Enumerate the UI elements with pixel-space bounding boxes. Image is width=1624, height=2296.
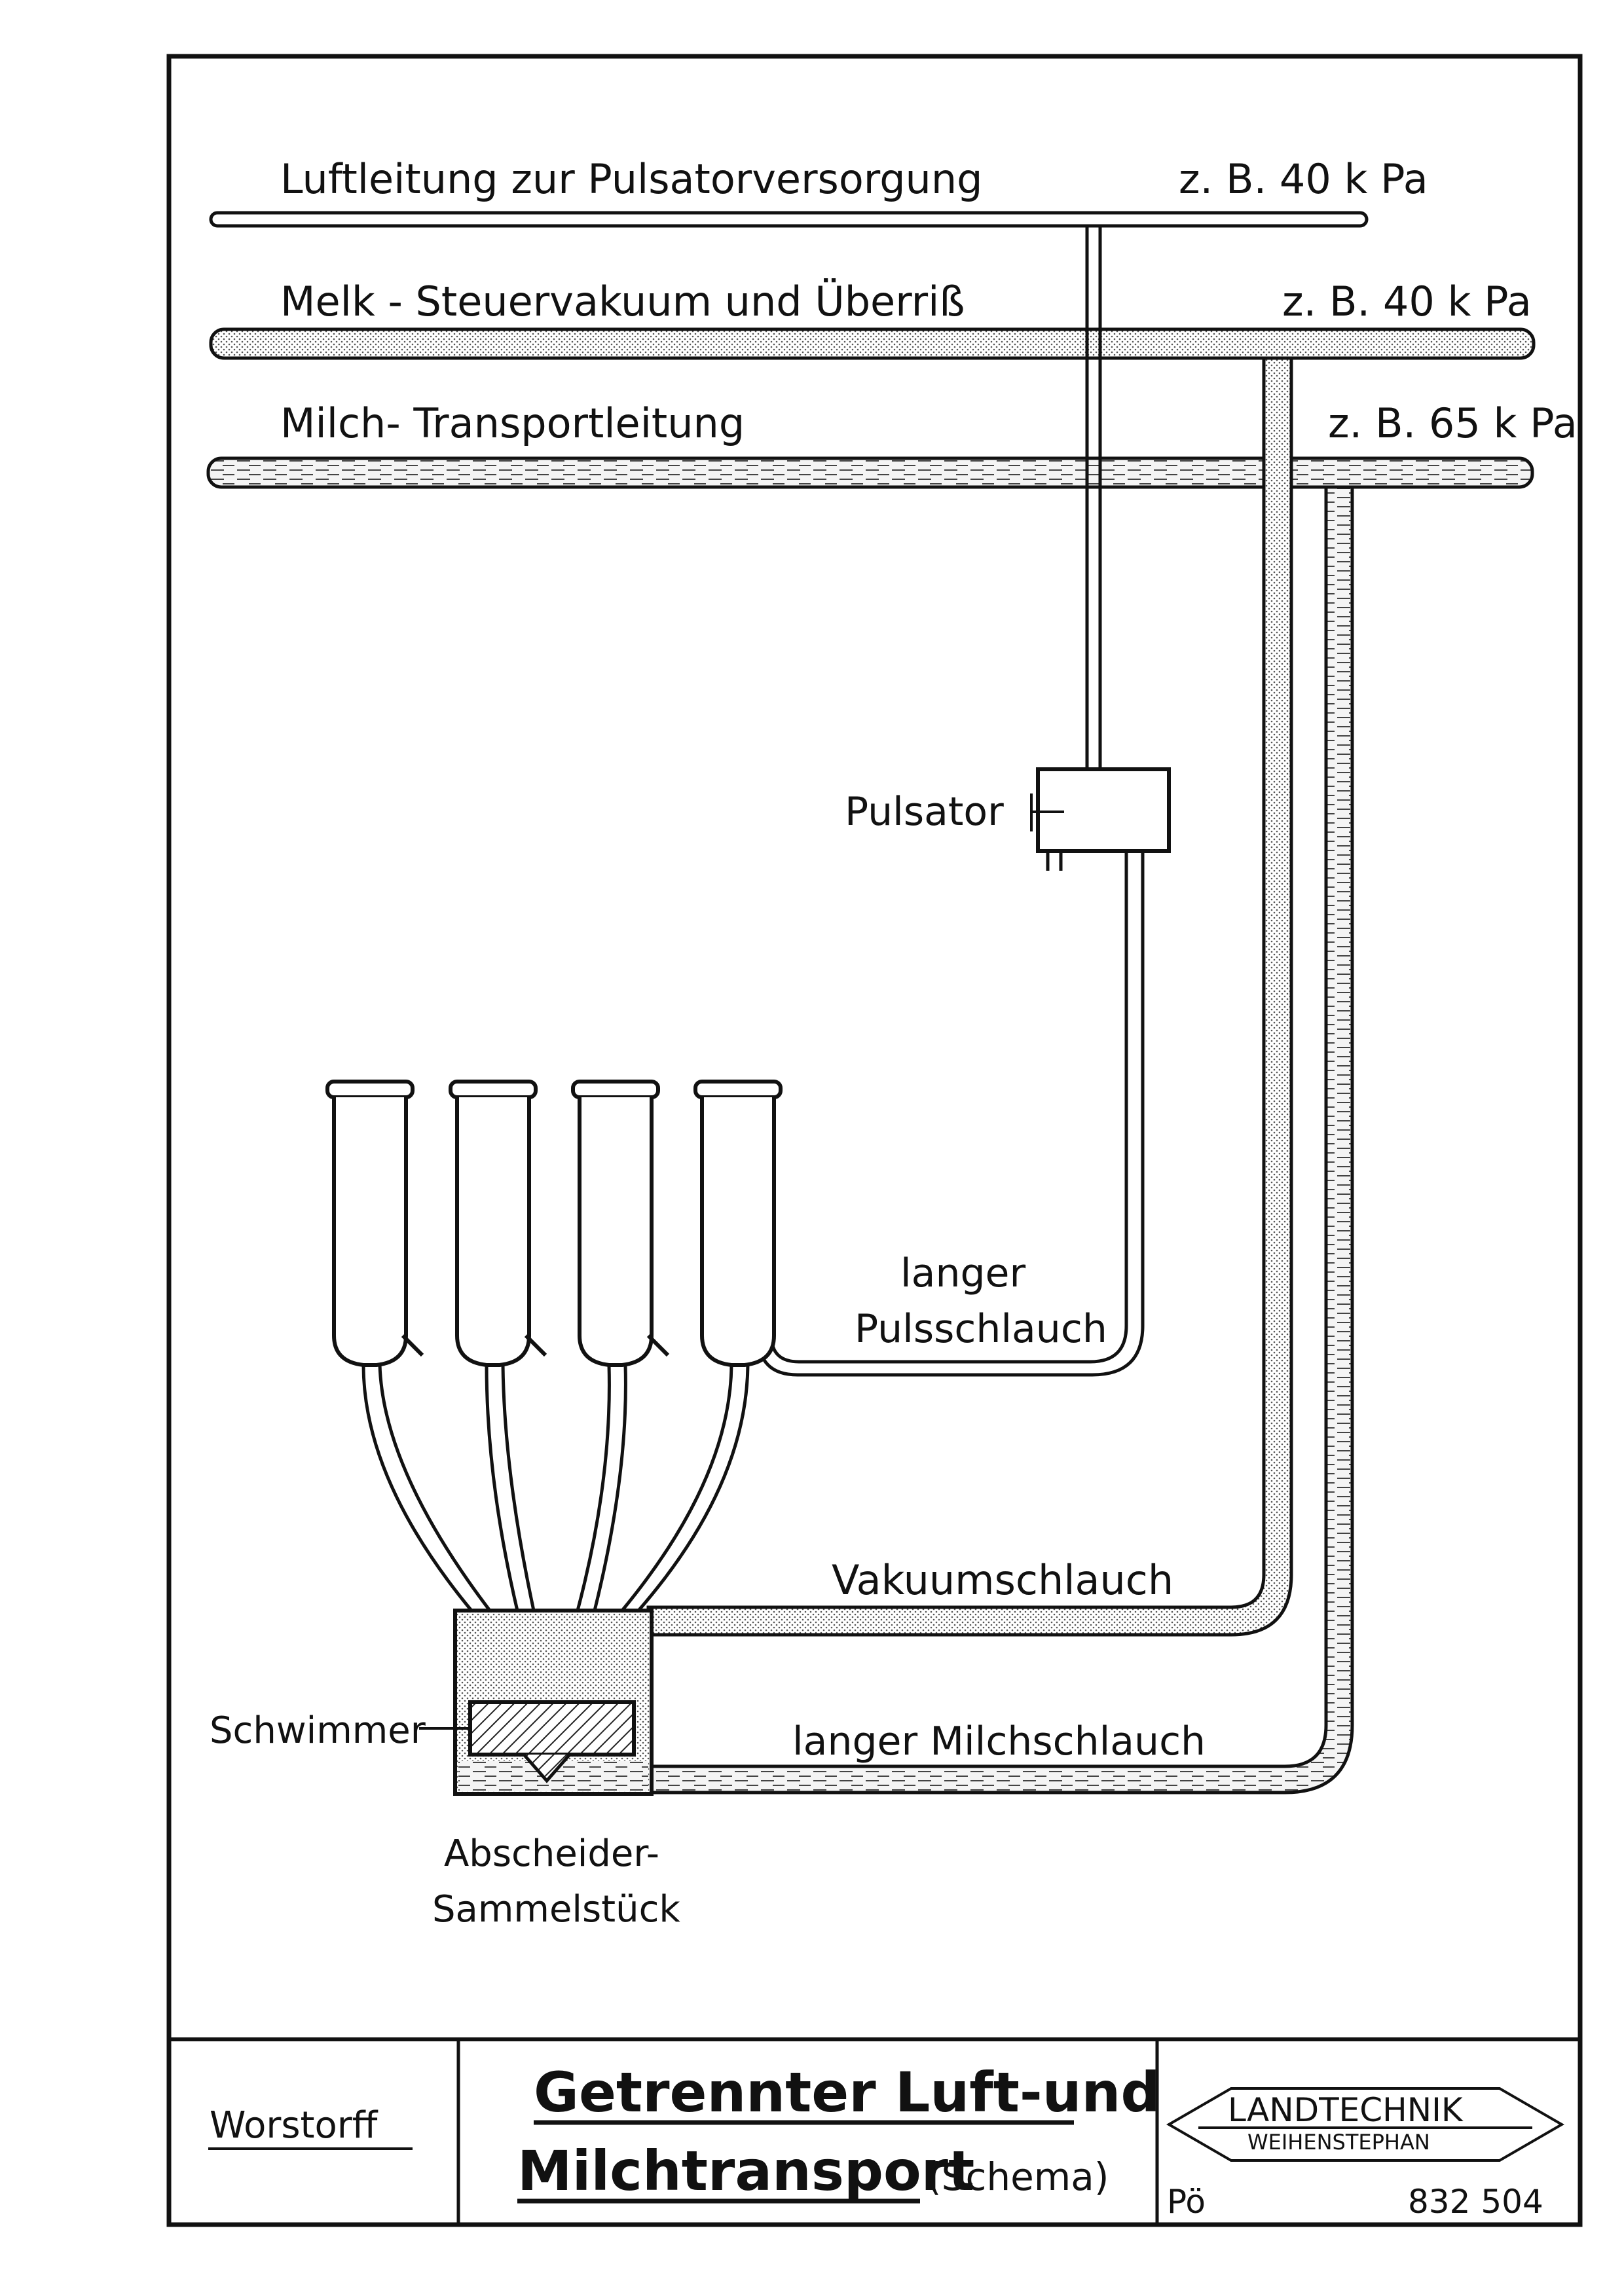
title-schema-suffix: (Schema) [927,2155,1109,2199]
drawer-initials: Pö [1167,2183,1206,2221]
float [468,1700,636,1783]
pulse-hose-label-line2: Pulsschlauch [855,1306,1107,1352]
pulsator-label: Pulsator [845,789,1004,835]
pulse-hose-label-line1: langer [900,1250,1025,1296]
collector-label-line2: Sammelstück [432,1888,680,1931]
title-line1: Getrennter Luft-und [534,2060,1160,2124]
vacuum-pipe-pressure: z. B. 40 k Pa [1282,278,1532,325]
air-drop-line [1085,226,1102,769]
air-pipe [209,211,1369,228]
sheet-border [166,54,1583,2227]
collector-label-line1: Abscheider- [444,1832,659,1875]
title-line2: Milchtransport [517,2139,974,2203]
milk-pipe-label: Milch- Transportleitung [280,399,745,447]
short-milk-tubes [361,1364,750,1612]
pulsator [1030,767,1171,871]
vacuum-pipe-label: Melk - Steuervakuum und Überriß [280,278,965,325]
milk-pipe-pressure: z. B. 65 k Pa [1328,399,1578,447]
teat-cup-2 [449,1080,547,1367]
logo-line1: LANDTECHNIK [1228,2091,1464,2129]
landtechnik-logo [1166,2087,1564,2162]
teat-cup-1 [325,1080,424,1367]
vacuum-pipe [209,327,1536,360]
long-pulse-hose [756,851,1145,1377]
air-pipe-label: Luftleitung zur Pulsatorversorgung [280,155,983,203]
logo-line2: WEIHENSTEPHAN [1247,2130,1430,2155]
drawing-number: 832 504 [1408,2183,1543,2221]
float-label: Schwimmer [210,1709,426,1752]
teat-cup-4 [693,1080,783,1367]
air-pipe-pressure: z. B. 40 k Pa [1179,155,1428,203]
vacuum-hose-label: Vakuumschlauch [832,1556,1173,1604]
long-milk-hose [646,485,1354,1795]
teat-cup-3 [571,1080,670,1367]
milk-pipe [206,456,1534,489]
vacuum-hose [646,356,1293,1637]
milk-hose-label: langer Milchschlauch [792,1719,1206,1764]
author-name: Worstorff [210,2104,378,2147]
